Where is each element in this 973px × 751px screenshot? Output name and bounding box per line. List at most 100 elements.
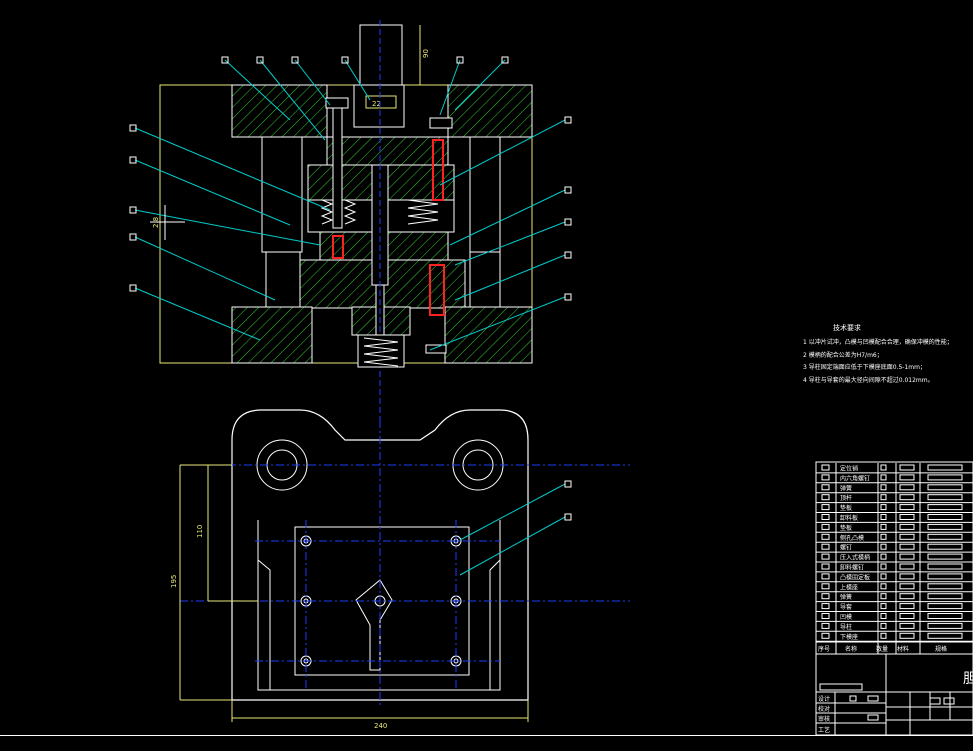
bom-row-material-box [899, 622, 915, 629]
bom-row-index-box [821, 622, 830, 629]
bom-row-material-box [899, 563, 915, 570]
bom-row-name: 顶杆 [840, 494, 852, 502]
bom-row-name: 卸料板 [840, 514, 858, 522]
bom-row-name: 导套 [840, 603, 852, 611]
dim-outer-height: 195 [170, 575, 178, 588]
bom-row-index-box [821, 523, 830, 530]
bom-header-name: 名称 [845, 645, 857, 653]
tech-requirements-title: 技术要求 [833, 323, 861, 332]
bom-header-index: 序号 [818, 645, 830, 653]
bom-row-index-box [821, 593, 830, 600]
dim-width: 240 [374, 722, 387, 730]
bom-row-qty-box [880, 593, 887, 600]
cad-drawing-canvas[interactable]: 22 [0, 0, 973, 735]
bom-row-material-box [899, 573, 915, 580]
bom-row-index-box [821, 632, 830, 639]
bom-row-qty-box [880, 533, 887, 540]
bom-row-material-box [899, 533, 915, 540]
sig-process: 工艺 [818, 726, 830, 734]
bom-row-material-box [899, 494, 915, 501]
bom-row-index-box [821, 494, 830, 501]
bom-row-index-box [821, 573, 830, 580]
tech-requirement-3: 3 导柱固定端面应低于下模座底面0.5-1mm； [803, 363, 926, 371]
bom-row-qty-box [880, 464, 887, 471]
bom-row-spec-box [927, 632, 963, 639]
bom-row-material-box [899, 543, 915, 550]
bom-row-index-box [821, 603, 830, 610]
sig-review: 审核 [818, 715, 830, 723]
tech-requirement-4: 4 导柱与导套的最大径向间隙不超过0.012mm。 [803, 376, 934, 384]
bom-row-spec-box [927, 583, 963, 590]
bom-row-spec-box [927, 553, 963, 560]
tech-requirement-1: 1 以冲片试冲，凸模与凹模配合合理，确保冲模的性能； [803, 338, 953, 346]
bom-row-spec-box [927, 464, 963, 471]
bom-row-material-box [899, 504, 915, 511]
bom-row-name: 定位销 [840, 465, 858, 473]
bom-row-spec-box [927, 533, 963, 540]
bom-row-index-box [821, 543, 830, 550]
bom-row-name: 压入式模柄 [840, 554, 870, 562]
bom-row-name: 凹模 [840, 613, 852, 621]
bom-row-qty-box [880, 474, 887, 481]
sig-check: 校对 [818, 705, 830, 713]
bom-row-name: 侧孔凸模 [840, 534, 864, 542]
bom-row-index-box [821, 514, 830, 520]
bom-header-qty: 数量 [876, 645, 888, 653]
bom-row-material-box [899, 464, 915, 471]
bom-row-qty-box [880, 553, 887, 560]
lower-die-seat-left [231, 306, 313, 364]
bom-row-qty-box [880, 494, 887, 501]
bom-row-spec-box [927, 484, 963, 491]
bom-row-name: 垫板 [840, 524, 852, 532]
drawing-title-char: 胆 [963, 671, 973, 687]
bom-row-material-box [899, 523, 915, 530]
bom-row-qty-box [880, 504, 887, 511]
bom-row-name: 凸模固定板 [840, 573, 870, 581]
bom-row-material-box [899, 474, 915, 481]
tech-requirement-2: 2 模柄的配合公差为H7/m6； [803, 351, 883, 359]
bom-row-index-box [821, 504, 830, 511]
bom-row-index-box [821, 533, 830, 540]
bom-row-qty-box [880, 514, 887, 520]
bom-row-qty-box [880, 603, 887, 610]
tech-requirements: 技术要求 1 以冲片试冲，凸模与凹模配合合理，确保冲模的性能； 2 模柄的配合公… [803, 323, 953, 384]
section-view: 22 [129, 20, 572, 420]
upper-die-seat-right [447, 84, 533, 138]
bom-row-spec-box [927, 622, 963, 629]
bom-row-spec-box [927, 543, 963, 550]
bom-row-index-box [821, 474, 830, 481]
bom-row-material-box [899, 613, 915, 619]
bom-row-spec-box [927, 563, 963, 570]
bom-row-qty-box [880, 583, 887, 590]
bom-row-spec-box [927, 573, 963, 580]
bom-row-qty-box [880, 543, 887, 550]
bom-row-spec-box [927, 514, 963, 520]
bom-row-index-box [821, 484, 830, 491]
dim-inner-height: 110 [196, 525, 204, 538]
bom-row-spec-box [927, 523, 963, 530]
bom-row-qty-box [880, 622, 887, 629]
bom-row-material-box [899, 583, 915, 590]
bom-row-qty-box [880, 573, 887, 580]
signature-rows: 设计 校对 审核 工艺 [816, 692, 886, 735]
bom-row-name: 螺钉 [840, 544, 852, 552]
bom-row-material-box [899, 484, 915, 491]
bom-row-index-box [821, 464, 830, 471]
bom-row-qty-box [880, 632, 887, 639]
bom-row-name: 弹簧 [840, 593, 852, 601]
bom-row-name: 上模座 [840, 583, 858, 591]
bom-header-material: 材料 [897, 645, 909, 653]
bom-row-material-box [899, 514, 915, 520]
bom-row-name: 下模座 [840, 633, 858, 641]
bom-row-index-box [821, 583, 830, 590]
bom-row-name: 弹簧 [840, 484, 852, 492]
bom-row-name: 垫板 [840, 504, 852, 512]
bom-row-index-box [821, 563, 830, 570]
bom-table: 定位销内六角螺钉弹簧顶杆垫板卸料板垫板侧孔凸模螺钉压入式模柄卸料螺钉凸模固定板上… [815, 461, 973, 735]
status-bar [0, 735, 973, 751]
bom-row-spec-box [927, 474, 963, 481]
bom-row-name: 内六角螺钉 [840, 474, 870, 482]
bom-row-material-box [899, 603, 915, 610]
bom-header-spec: 规格 [935, 645, 947, 653]
bom-row-spec-box [927, 504, 963, 511]
